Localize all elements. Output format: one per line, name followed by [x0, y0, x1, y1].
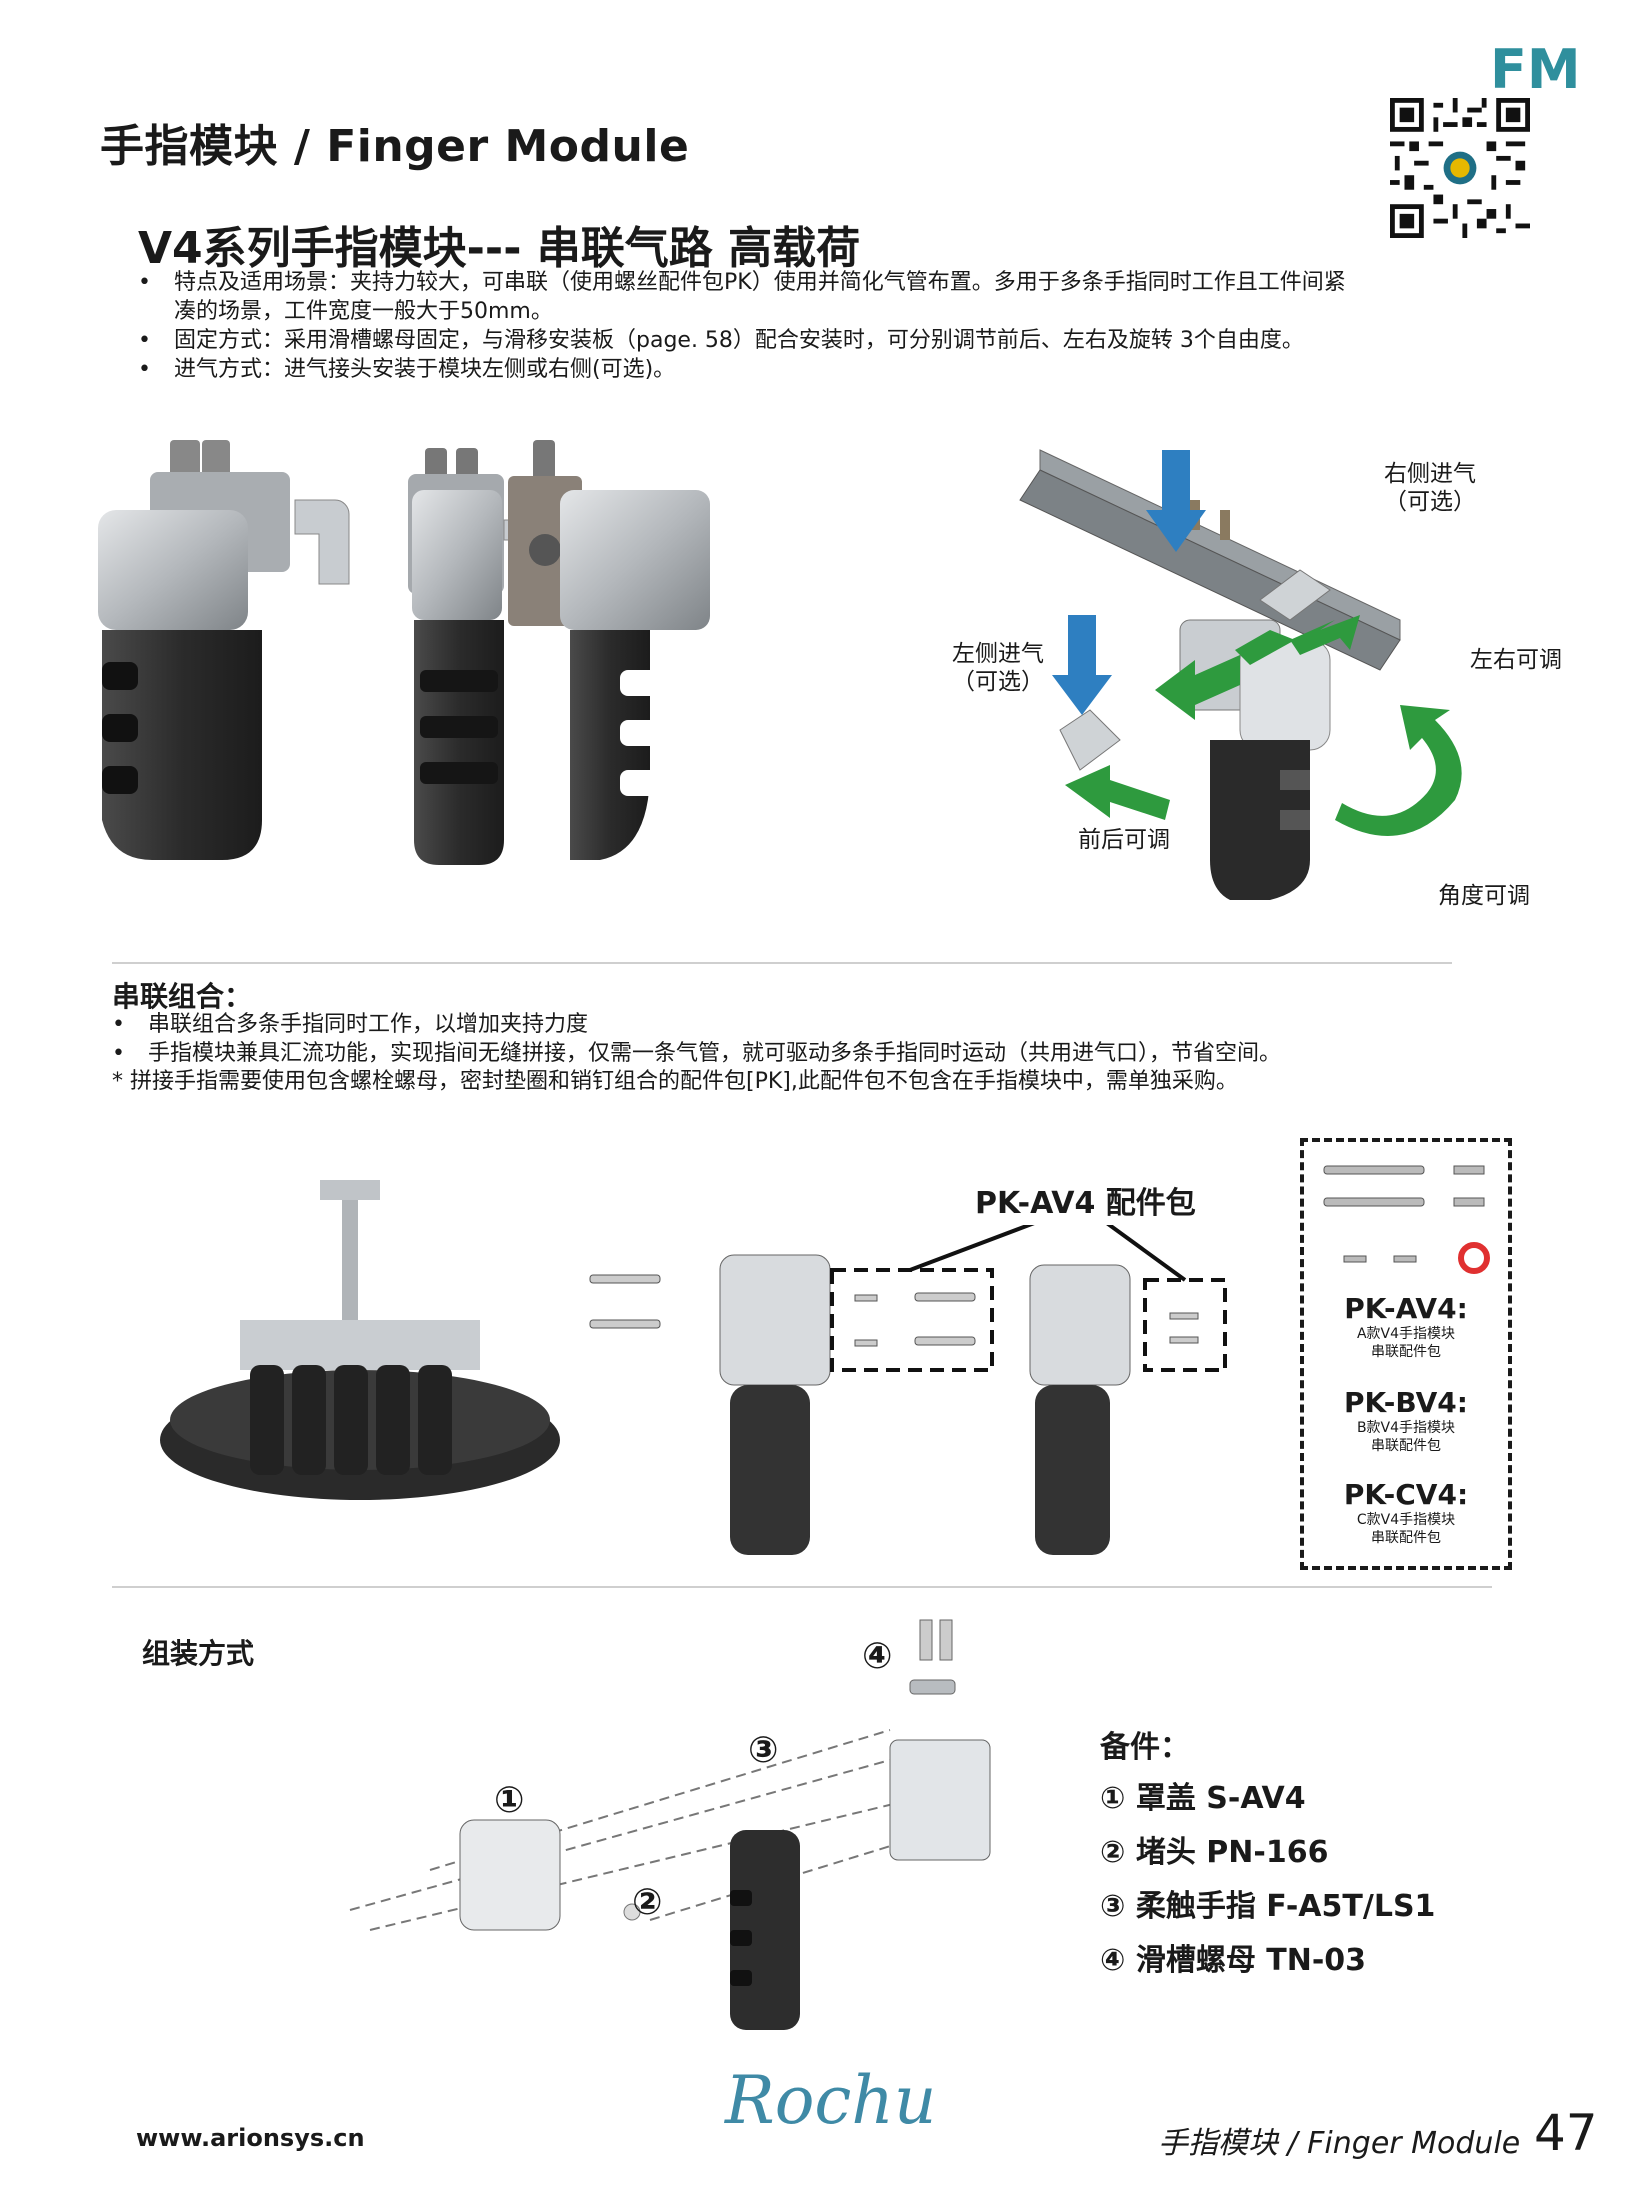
product-views [98, 440, 710, 865]
marker-4: ④ [862, 1636, 893, 1677]
pk-item-av4: PK-AV4: A款V4手指模块 串联配件包 [1304, 1292, 1508, 1361]
feature-list: 特点及适用场景：夹持力较大，可串联（使用螺丝配件包PK）使用并简化气管布置。多用… [138, 268, 1358, 384]
left-right-arrow [1155, 615, 1360, 720]
callout-front-back: 前后可调 [1078, 827, 1170, 853]
part-item: ① 罩盖 S-AV4 [1100, 1781, 1306, 1816]
callout-text: 左侧进气 [952, 641, 1044, 667]
pk-item-cv4: PK-CV4: C款V4手指模块 串联配件包 [1304, 1478, 1508, 1547]
pk-item-desc: 串联配件包 [1371, 1438, 1441, 1454]
assembly-diagram [349, 1619, 991, 2030]
footer-title: 手指模块 / Finger Module [1158, 2126, 1521, 2161]
part-item: ③ 柔触手指 F-A5T/LS1 [1100, 1889, 1436, 1924]
pk-item-desc: C款V4手指模块 [1356, 1512, 1456, 1528]
pk-kit-parts [1323, 1165, 1490, 1274]
marker-2: ② [632, 1882, 663, 1923]
fm-tag: FM [1490, 38, 1581, 101]
feature-item: 进气方式：进气接头安装于模块左侧或右侧(可选)。 [138, 355, 1358, 384]
callout-angle: 角度可调 [1438, 883, 1530, 909]
part-item: ④ 滑槽螺母 TN-03 [1100, 1943, 1367, 1978]
divider [112, 962, 1452, 964]
feature-item: 固定方式：采用滑槽螺母固定，与滑移安装板（page. 58）配合安装时，可分别调… [138, 326, 1358, 355]
pk-item-name: PK-BV4: [1344, 1386, 1468, 1419]
page-title: 手指模块 / Finger Module [100, 121, 690, 172]
pk-item-desc: 串联配件包 [1371, 1530, 1441, 1546]
page-number: 47 [1534, 2104, 1598, 2162]
adjustment-diagram [1019, 449, 1462, 900]
feature-item: 特点及适用场景：夹持力较大，可串联（使用螺丝配件包PK）使用并简化气管布置。多用… [138, 268, 1358, 326]
rotation-arrow [1335, 705, 1462, 836]
marker-3: ③ [748, 1730, 779, 1771]
finger-module-back-view [508, 440, 710, 860]
callout-text: （可选） [952, 669, 1044, 695]
section-title: V4系列手指模块--- 串联气路 高载荷 [138, 223, 861, 274]
pk-item-desc: B款V4手指模块 [1356, 1420, 1456, 1436]
marker-1: ① [494, 1780, 525, 1821]
series-heading: 串联组合： [112, 980, 253, 1013]
assembly-heading: 组装方式 [142, 1637, 255, 1670]
left-inlet-arrow [1052, 615, 1112, 715]
qr-code[interactable] [1390, 98, 1530, 238]
pk-kit-diagram [589, 1225, 1227, 1555]
callout-left-right: 左右可调 [1470, 647, 1562, 673]
pk-item-desc: A款V4手指模块 [1356, 1326, 1456, 1342]
pk-item-name: PK-AV4: [1344, 1292, 1468, 1325]
callout-left-inlet: 左侧进气 （可选） [952, 640, 1044, 696]
finger-module-side-view [408, 448, 561, 865]
parts-list: ① 罩盖 S-AV4 ② 堵头 PN-166 ③ 柔触手指 F-A5T/LS1 … [1100, 1772, 1435, 1988]
parts-heading: 备件： [1100, 1730, 1190, 1765]
divider [112, 1586, 1492, 1588]
series-note: * 拼接手指需要使用包含螺栓螺母，密封垫圈和销钉组合的配件包[PK],此配件包不… [112, 1069, 1238, 1094]
series-item: 手指模块兼具汇流功能，实现指间无缝拼接，仅需一条气管，就可驱动多条手指同时运动（… [112, 1039, 1512, 1068]
callout-text: （可选） [1384, 489, 1476, 515]
part-item: ② 堵头 PN-166 [1100, 1835, 1329, 1870]
finger-module-front-view [98, 440, 350, 860]
pk-kit-box: PK-AV4: A款V4手指模块 串联配件包 PK-BV4: B款V4手指模块 … [1300, 1138, 1512, 1570]
pk-item-bv4: PK-BV4: B款V4手指模块 串联配件包 [1304, 1386, 1508, 1455]
callout-text: 右侧进气 [1384, 461, 1476, 487]
series-item: 串联组合多条手指同时工作，以增加夹持力度 [112, 1010, 1512, 1039]
series-list: 串联组合多条手指同时工作，以增加夹持力度 手指模块兼具汇流功能，实现指间无缝拼接… [112, 1010, 1512, 1068]
series-gripper-photo [160, 1180, 560, 1500]
pk-item-desc: 串联配件包 [1371, 1344, 1441, 1360]
pk-item-name: PK-CV4: [1343, 1478, 1469, 1511]
rochu-logo: Rochu [725, 2062, 937, 2139]
right-inlet-arrow [1146, 450, 1206, 552]
front-back-arrow [1065, 765, 1170, 820]
website-link[interactable]: www.arionsys.cn [136, 2124, 365, 2152]
pk-kit-label: PK-AV4 配件包 [975, 1186, 1196, 1221]
callout-right-inlet: 右侧进气 （可选） [1384, 460, 1476, 516]
